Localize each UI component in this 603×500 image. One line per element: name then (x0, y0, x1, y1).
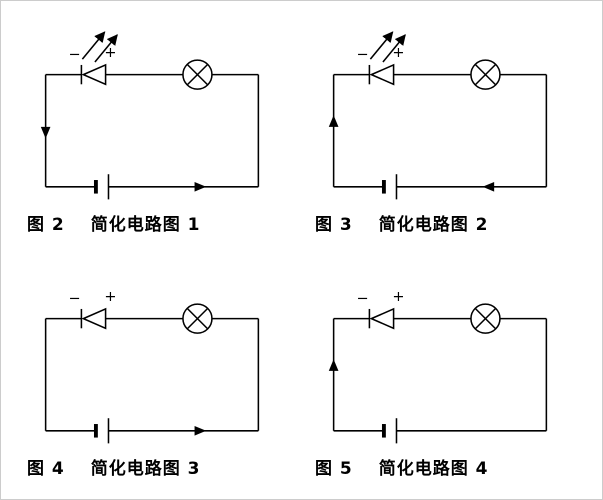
figure-caption-2: 图 3 简化电路图 2 (315, 210, 489, 235)
led-symbol: −+ (357, 289, 404, 330)
figure-title: 简化电路图 4 (378, 459, 489, 479)
figure-label: 图 5 (315, 459, 353, 479)
figure-title: 简化电路图 3 (90, 459, 201, 479)
figure-caption-3: 图 4 简化电路图 3 (27, 454, 201, 479)
led-minus-label: − (357, 291, 369, 307)
circuit-diagram-4: −+ (328, 289, 548, 444)
wires (44, 73, 260, 188)
circuit-diagram-3: −+ (44, 289, 260, 444)
wires (332, 317, 548, 432)
circuit-panel-2: −+ 图 3 简化电路图 2 (305, 5, 575, 235)
current-arrow-bottom-left (482, 181, 495, 192)
current-arrow-bottom-right (194, 425, 207, 436)
wires (332, 73, 548, 188)
circuit-panel-3: −+ 图 4 简化电路图 3 (17, 249, 287, 479)
led-minus-label: − (357, 47, 369, 63)
led-plus-label: + (392, 45, 404, 61)
current-arrow-left-down (40, 126, 51, 139)
led-emission-arrows (369, 31, 406, 63)
figure-label: 图 3 (315, 215, 353, 235)
led-symbol: −+ (357, 45, 404, 86)
lamp-symbol (182, 303, 213, 334)
circuit-diagram-2: −+ (328, 31, 548, 200)
figure-label: 图 2 (27, 215, 65, 235)
lamp-symbol (470, 303, 501, 334)
figure-title: 简化电路图 2 (378, 215, 489, 235)
circuit-panel-4: −+ 图 5 简化电路图 4 (305, 249, 575, 479)
figure-label: 图 4 (27, 459, 65, 479)
figure-caption-4: 图 5 简化电路图 4 (315, 454, 489, 479)
lamp-symbol (470, 59, 501, 90)
led-plus-label: + (104, 45, 116, 61)
figure-caption-1: 图 2 简化电路图 1 (27, 210, 201, 235)
led-emission-arrows (81, 31, 118, 63)
battery-symbol (381, 174, 398, 200)
circuit-grid: −+ 图 2 简化电路图 1 −+ 图 3 简化电路图 2 −+ 图 4 简化电… (1, 1, 602, 479)
current-arrow-bottom-right (194, 181, 207, 192)
battery-symbol (93, 418, 110, 444)
circuit-panel-1: −+ 图 2 简化电路图 1 (17, 5, 287, 235)
led-plus-label: + (104, 289, 116, 305)
led-minus-label: − (69, 47, 81, 63)
wires (44, 317, 260, 432)
led-minus-label: − (69, 291, 81, 307)
battery-symbol (93, 174, 110, 200)
figure-title: 简化电路图 1 (90, 215, 201, 235)
led-symbol: −+ (69, 45, 116, 86)
battery-symbol (381, 418, 398, 444)
led-symbol: −+ (69, 289, 116, 330)
lamp-symbol (182, 59, 213, 90)
circuit-diagram-1: −+ (40, 31, 260, 200)
current-arrow-left-up (328, 359, 339, 371)
led-plus-label: + (392, 289, 404, 305)
current-arrow-left-up (328, 115, 339, 127)
